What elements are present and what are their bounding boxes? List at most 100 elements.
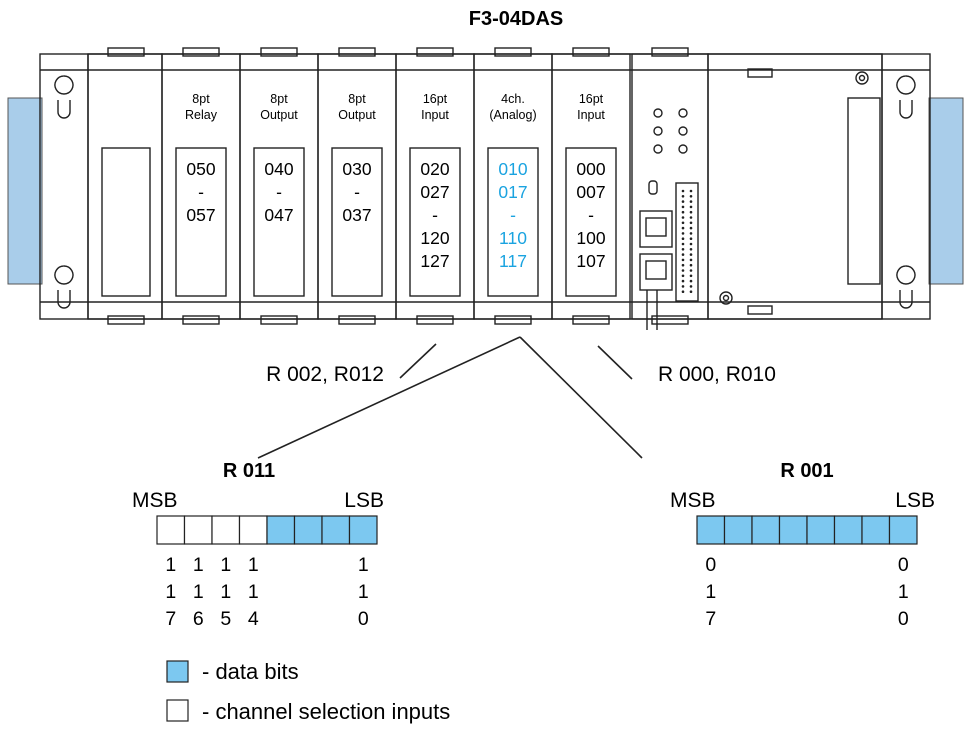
data-bit-cell	[266, 515, 296, 545]
module-type-line1: 16pt	[423, 92, 448, 106]
module-address: 057	[186, 205, 215, 225]
comm-port-2	[639, 253, 673, 291]
bit-number-digit: 7	[165, 608, 176, 630]
status-leds	[653, 108, 688, 154]
diagram-title: F3-04DAS	[469, 8, 563, 30]
channel-select-bit-cell	[238, 515, 268, 545]
mounting-holes	[54, 75, 916, 309]
lsb-label: LSB	[895, 489, 935, 512]
address-label-window	[487, 147, 539, 297]
data-bit-cell	[861, 515, 891, 545]
data-bit-cell	[696, 515, 726, 545]
callout-right-registers: R 000, R010	[658, 363, 776, 386]
bit-number-digit: 1	[220, 581, 231, 603]
module-address: 037	[342, 205, 371, 225]
keyhole-icon	[54, 75, 74, 119]
legend-swatch-data-bits	[166, 660, 189, 683]
bit-number-digit: 1	[358, 581, 369, 603]
callout-left-registers: R 002, R012	[266, 363, 384, 386]
bit-number-digit: 5	[220, 608, 231, 630]
module-address: 000	[576, 159, 605, 179]
module-address: 100	[576, 228, 605, 248]
data-bit-cell	[778, 515, 808, 545]
bit-number-digit: 1	[193, 581, 204, 603]
address-label-window	[565, 147, 617, 297]
module-type-line2: Output	[338, 108, 376, 122]
register-name: R 001	[780, 460, 833, 482]
cable-icon	[646, 290, 658, 330]
module-address: 050	[186, 159, 215, 179]
data-bit-cell	[293, 515, 323, 545]
module-address: -	[198, 182, 204, 202]
module-address: 127	[420, 251, 449, 271]
bit-number-digit: 1	[898, 581, 909, 603]
bit-number-digit: 1	[193, 554, 204, 576]
data-bit-cell	[723, 515, 753, 545]
module-type-line2: (Analog)	[489, 108, 536, 122]
data-bit-cell	[321, 515, 351, 545]
bit-number-digit: 7	[705, 608, 716, 630]
module-address: -	[588, 205, 594, 225]
module-type-line1: 8pt	[270, 92, 288, 106]
module-address: 007	[576, 182, 605, 202]
channel-select-bit-cell	[211, 515, 241, 545]
channel-select-bit-cell	[156, 515, 186, 545]
module-address: 040	[264, 159, 293, 179]
data-bit-cell	[348, 515, 378, 545]
channel-select-bit-cell	[183, 515, 213, 545]
module-type-line2: Input	[421, 108, 449, 122]
terminal-connector	[675, 182, 699, 302]
bit-number-digit: 1	[165, 554, 176, 576]
callout-lines	[257, 336, 643, 459]
lsb-label: LSB	[344, 489, 384, 512]
module-address: 047	[264, 205, 293, 225]
comm-port-1	[639, 210, 673, 248]
module-address: 027	[420, 182, 449, 202]
power-supply-module	[707, 53, 883, 320]
address-label-window	[409, 147, 461, 297]
bit-number-digit: 4	[248, 608, 259, 630]
module-address: 110	[499, 228, 527, 248]
module-address: 030	[342, 159, 371, 179]
legend-swatch-channel-selection	[166, 699, 189, 722]
module-address: 017	[498, 182, 527, 202]
module-type-line1: 8pt	[348, 92, 366, 106]
msb-label: MSB	[132, 489, 178, 512]
base-rack	[39, 53, 931, 320]
module-address: 107	[576, 251, 605, 271]
bit-number-digit: 1	[165, 581, 176, 603]
data-bit-cell	[833, 515, 863, 545]
address-label-window	[175, 147, 227, 297]
module-type-line2: Input	[577, 108, 605, 122]
module-address: 020	[420, 159, 449, 179]
right-side-bracket	[928, 97, 964, 285]
empty-slot-module	[87, 47, 163, 325]
legend-label-channel-selection: - channel selection inputs	[202, 699, 450, 724]
bit-number-digit: 1	[220, 554, 231, 576]
module-type-line1: 4ch.	[501, 92, 525, 106]
module-address: -	[510, 205, 516, 225]
data-bit-cell	[888, 515, 918, 545]
msb-label: MSB	[670, 489, 716, 512]
module-type-line1: 8pt	[192, 92, 210, 106]
bit-number-digit: 6	[193, 608, 204, 630]
bit-number-digit: 0	[705, 554, 716, 576]
io-modules: 8ptRelay050-0578ptOutput040-0478ptOutput…	[161, 47, 631, 325]
legend-label-data-bits: - data bits	[202, 659, 299, 684]
keyhole-icon	[896, 265, 916, 309]
keyhole-icon	[54, 265, 74, 309]
data-bit-cell	[806, 515, 836, 545]
address-label-window	[253, 147, 305, 297]
data-bit-cell	[751, 515, 781, 545]
left-side-bracket	[7, 97, 43, 285]
module-address: -	[354, 182, 360, 202]
